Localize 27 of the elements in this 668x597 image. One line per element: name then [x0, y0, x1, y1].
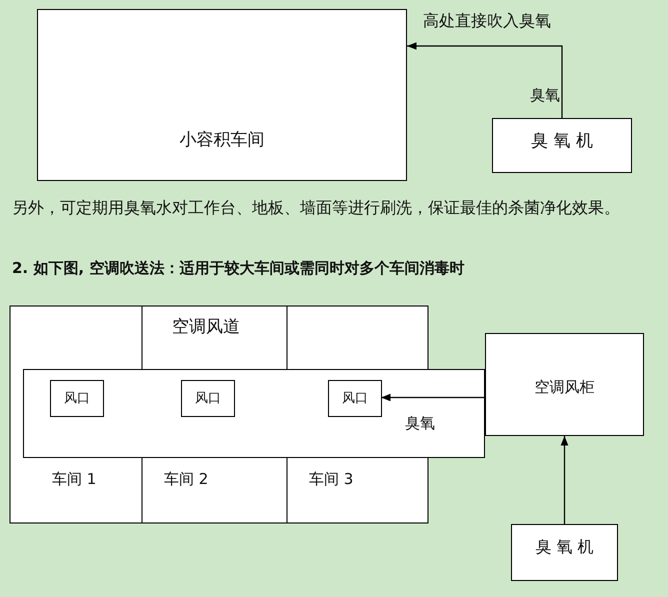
- room-box: [37, 9, 407, 181]
- paragraph-text: 另外，可定期用臭氧水对工作台、地板、墙面等进行刷洗，保证最佳的杀菌净化效果。: [12, 197, 621, 219]
- node-label: 风口: [63, 390, 91, 407]
- node-label: 臭 氧 机: [530, 130, 594, 152]
- vent-box: [50, 380, 104, 417]
- machine-box: [492, 118, 632, 173]
- node-label: 风口: [194, 390, 222, 407]
- node-label: 空调风柜: [534, 378, 596, 397]
- table-heading: 空调风道: [172, 316, 240, 339]
- vent-box: [328, 380, 382, 417]
- section-heading: 2. 如下图, 空调吹送法：适用于较大车间或需同时对多个车间消毒时: [12, 258, 466, 279]
- arrow: [381, 394, 485, 402]
- node-label: 风口: [341, 390, 369, 407]
- node-label: 臭 氧 机: [534, 537, 595, 558]
- room-label: 车间 3: [309, 469, 354, 490]
- duct-band: [23, 369, 485, 458]
- arrow: [560, 436, 568, 524]
- note-text: 高处直接吹入臭氧: [423, 10, 551, 32]
- vent-box: [181, 380, 235, 417]
- room-label: 车间 1: [52, 469, 96, 490]
- machine-box: [511, 524, 618, 581]
- arrow: [407, 42, 563, 118]
- edge-label: 臭氧: [530, 86, 560, 105]
- room-label: 车间 2: [164, 469, 208, 490]
- node-label: 小容积车间: [178, 129, 266, 151]
- cabinet-box: [485, 333, 644, 436]
- edge-label: 臭氧: [405, 414, 435, 433]
